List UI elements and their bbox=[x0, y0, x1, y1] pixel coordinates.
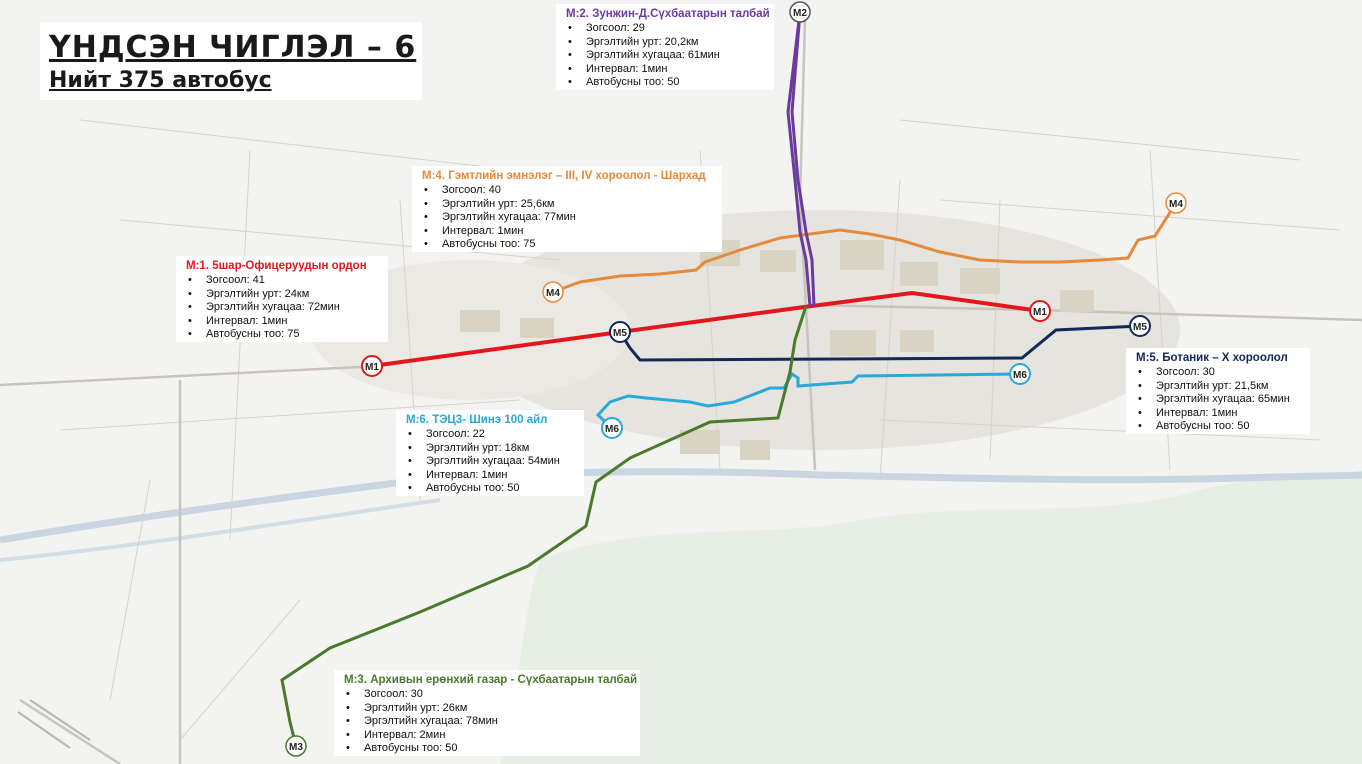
title-box: ҮНДСЭН ЧИГЛЭЛ – 6 Нийт 375 автобус bbox=[40, 22, 422, 100]
route-info-m6-stats: Зогсоол: 22 Эргэлтийн урт: 18км Эргэлтий… bbox=[406, 428, 574, 495]
marker-m6-west-label: M6 bbox=[605, 424, 619, 435]
marker-m2[interactable]: M2 bbox=[789, 1, 811, 23]
street-grid bbox=[59, 119, 1341, 741]
marker-m1-east[interactable]: M1 bbox=[1029, 300, 1051, 322]
route-stat: Зогсоол: 40 bbox=[422, 184, 712, 198]
route-info-m2: М:2. Зунжин-Д.Сүхбаатарын талбай Зогсоол… bbox=[556, 4, 774, 90]
route-stat: Интервал: 1мин bbox=[406, 469, 574, 483]
route-info-m1-title: М:1. 5шар-Офицеруудын ордон bbox=[186, 260, 367, 272]
route-m2-line bbox=[786, 11, 812, 307]
marker-m6-east[interactable]: M6 bbox=[1009, 363, 1031, 385]
route-info-m1: М:1. 5шар-Офицеруудын ордон Зогсоол: 41 … bbox=[176, 256, 388, 342]
route-stat: Эргэлтийн хугацаа: 61мин bbox=[566, 49, 764, 63]
route-stat: Эргэлтийн урт: 20,2км bbox=[566, 36, 764, 50]
route-m5-line bbox=[618, 324, 1141, 362]
marker-m5-east-label: M5 bbox=[1133, 322, 1147, 333]
marker-m6-east-label: M6 bbox=[1013, 370, 1027, 381]
marker-m3[interactable]: M3 bbox=[285, 735, 307, 757]
marker-m3-label: M3 bbox=[289, 742, 303, 753]
route-stat: Зогсоол: 41 bbox=[186, 274, 378, 288]
route-stat: Автобусны тоо: 50 bbox=[406, 482, 574, 496]
route-info-m3: М:3. Архивын ерөнхий газар - Сүхбаатарын… bbox=[334, 670, 640, 756]
page-title: ҮНДСЭН ЧИГЛЭЛ – 6 bbox=[49, 30, 417, 65]
page-subtitle: Нийт 375 автобус bbox=[49, 68, 272, 93]
marker-m5-west[interactable]: M5 bbox=[609, 321, 631, 343]
marker-m5-east[interactable]: M5 bbox=[1129, 315, 1151, 337]
marker-m1-west[interactable]: M1 bbox=[361, 355, 383, 377]
route-stat: Зогсоол: 22 bbox=[406, 428, 574, 442]
route-stat: Эргэлтийн хугацаа: 65мин bbox=[1136, 393, 1300, 407]
green-hills bbox=[500, 470, 1362, 764]
marker-m5-west-label: M5 bbox=[613, 328, 627, 339]
marker-m4-west-label: M4 bbox=[546, 288, 560, 299]
route-m3-line bbox=[280, 305, 808, 747]
route-stat: Интервал: 1мин bbox=[422, 225, 712, 239]
route-stat: Эргэлтийн урт: 26км bbox=[344, 702, 630, 716]
route-info-m3-title: М:3. Архивын ерөнхий газар - Сүхбаатарын… bbox=[344, 674, 638, 686]
route-info-m5-title: М:5. Ботаник – X хороолол bbox=[1136, 352, 1288, 364]
route-stat: Эргэлтийн урт: 25,6км bbox=[422, 198, 712, 212]
route-m2-line-return bbox=[790, 11, 816, 307]
route-info-m5-stats: Зогсоол: 30 Эргэлтийн урт: 21,5км Эргэлт… bbox=[1136, 366, 1300, 433]
marker-m2-label: M2 bbox=[793, 8, 807, 19]
marker-m4-east[interactable]: M4 bbox=[1165, 192, 1187, 214]
route-stat: Эргэлтийн урт: 24км bbox=[186, 288, 378, 302]
city-blocks bbox=[460, 240, 1094, 460]
route-stat: Автобусны тоо: 75 bbox=[186, 328, 378, 342]
marker-m4-west[interactable]: M4 bbox=[542, 281, 564, 303]
route-info-m6-title: М:6. ТЭЦ3- Шинэ 100 айл bbox=[406, 414, 548, 426]
route-m6-line bbox=[595, 371, 1021, 430]
route-info-m1-stats: Зогсоол: 41 Эргэлтийн урт: 24км Эргэлтий… bbox=[186, 274, 378, 341]
route-info-m5: М:5. Ботаник – X хороолол Зогсоол: 30 Эр… bbox=[1126, 348, 1310, 434]
route-info-m2-stats: Зогсоол: 29 Эргэлтийн урт: 20,2км Эргэлт… bbox=[566, 22, 764, 89]
route-stat: Зогсоол: 30 bbox=[344, 688, 630, 702]
route-stat: Автобусны тоо: 75 bbox=[422, 238, 712, 252]
marker-m4-east-label: M4 bbox=[1169, 199, 1183, 210]
route-stat: Зогсоол: 30 bbox=[1136, 366, 1300, 380]
route-info-m4: М:4. Гэмтлийн эмнэлэг – III, IV хороолол… bbox=[412, 166, 722, 252]
marker-m6-west[interactable]: M6 bbox=[601, 417, 623, 439]
route-stat: Эргэлтийн урт: 21,5км bbox=[1136, 380, 1300, 394]
route-m4-line bbox=[552, 202, 1178, 294]
route-info-m4-stats: Зогсоол: 40 Эргэлтийн урт: 25,6км Эргэлт… bbox=[422, 184, 712, 251]
route-info-m6: М:6. ТЭЦ3- Шинэ 100 айл Зогсоол: 22 Эргэ… bbox=[396, 410, 584, 496]
route-stat: Автобусны тоо: 50 bbox=[566, 76, 764, 90]
route-stat: Эргэлтийн хугацаа: 77мин bbox=[422, 211, 712, 225]
route-stat: Эргэлтийн хугацаа: 78мин bbox=[344, 715, 630, 729]
route-stat: Эргэлтийн хугацаа: 72мин bbox=[186, 301, 378, 315]
route-stat: Автобусны тоо: 50 bbox=[1136, 420, 1300, 434]
route-info-m4-title: М:4. Гэмтлийн эмнэлэг – III, IV хороолол… bbox=[422, 170, 706, 182]
route-stat: Зогсоол: 29 bbox=[566, 22, 764, 36]
river bbox=[0, 468, 1362, 544]
marker-m1-east-label: M1 bbox=[1033, 307, 1047, 318]
route-m1-line bbox=[371, 290, 1041, 368]
river-branch bbox=[0, 498, 441, 562]
route-info-m2-title: М:2. Зунжин-Д.Сүхбаатарын талбай bbox=[566, 8, 770, 20]
route-stat: Интервал: 1мин bbox=[1136, 407, 1300, 421]
route-stat: Интервал: 1мин bbox=[186, 315, 378, 329]
route-stat: Интервал: 1мин bbox=[566, 63, 764, 77]
route-stat: Автобусны тоо: 50 bbox=[344, 742, 630, 756]
marker-m1-west-label: M1 bbox=[365, 362, 379, 373]
route-info-m3-stats: Зогсоол: 30 Эргэлтийн урт: 26км Эргэлтий… bbox=[344, 688, 630, 755]
airport bbox=[17, 699, 91, 749]
route-stat: Эргэлтийн хугацаа: 54мин bbox=[406, 455, 574, 469]
route-stat: Эргэлтийн урт: 18км bbox=[406, 442, 574, 456]
route-stat: Интервал: 2мин bbox=[344, 729, 630, 743]
